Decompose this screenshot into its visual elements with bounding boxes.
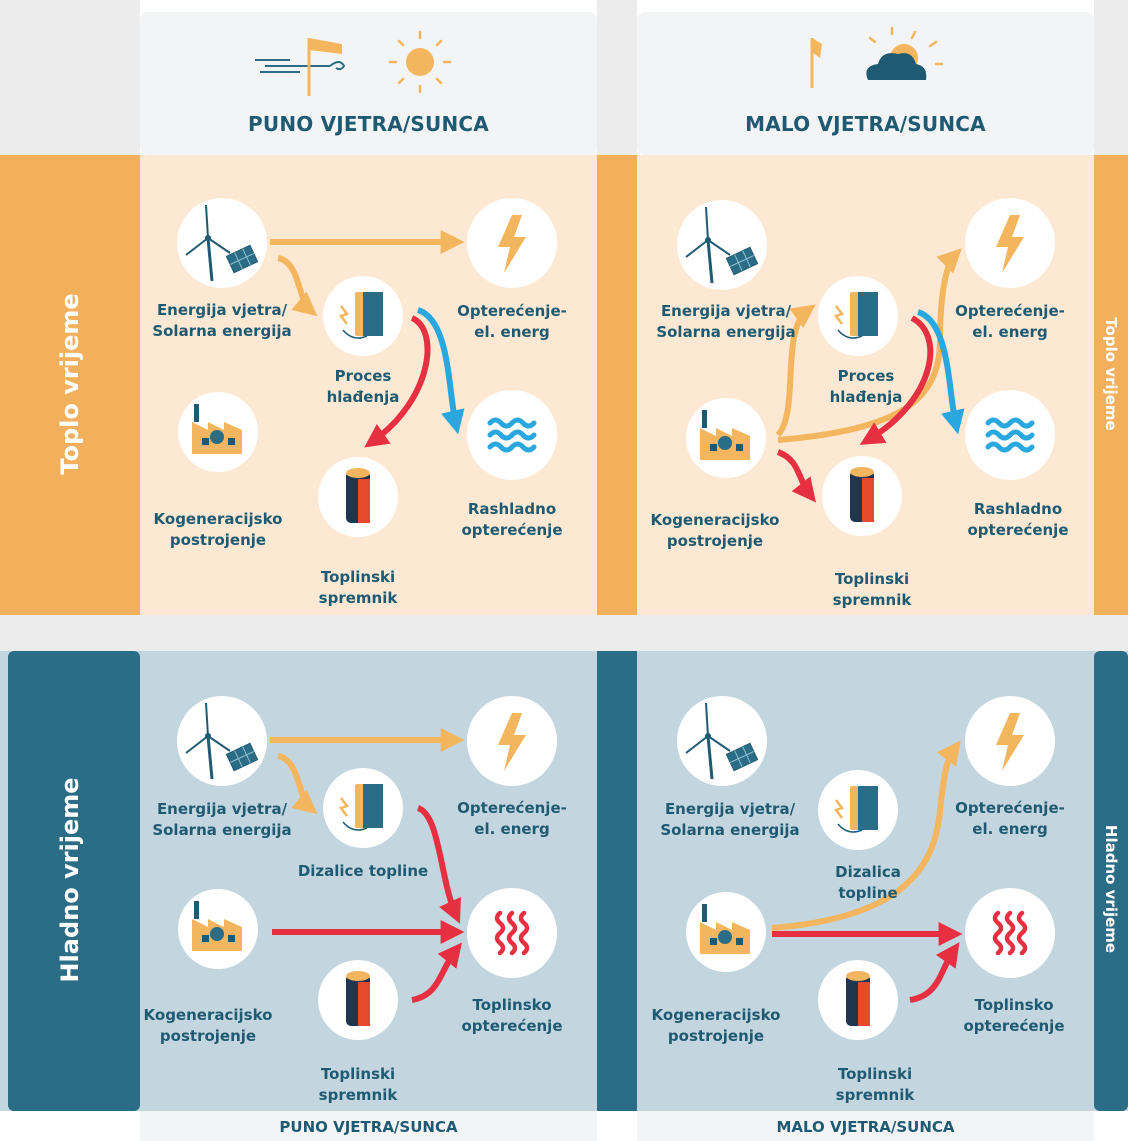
wind-turbine-icon bbox=[175, 196, 269, 290]
label-electric-load: Opterećenje- el. energ bbox=[457, 799, 567, 838]
label-cooling-process: Proces hlađenja bbox=[829, 367, 903, 406]
wind-sock-icon bbox=[810, 38, 822, 88]
row-label-warm-right: Toplo vrijeme bbox=[1102, 317, 1120, 431]
cold-row-band-left bbox=[8, 651, 140, 1111]
heat-pump-icon bbox=[321, 274, 405, 358]
warm-row-band-left bbox=[0, 155, 140, 615]
footer-low-wind-sun: MALO VJETRA/SUNCA bbox=[776, 1118, 955, 1136]
label-thermal-storage: Toplinski spremnik bbox=[318, 1065, 398, 1104]
lightning-icon bbox=[467, 696, 557, 786]
cloud-icon bbox=[866, 26, 944, 80]
cold-row-band-mid bbox=[597, 651, 637, 1111]
label-cooling-load: Rashladno opterećenje bbox=[461, 500, 563, 539]
thermal-storage-icon bbox=[318, 457, 398, 537]
label-chp-plant: Kogeneracijsko postrojenje bbox=[153, 510, 283, 549]
thermal-storage-icon bbox=[822, 456, 902, 536]
footer-high-wind-sun: PUNO VJETRA/SUNCA bbox=[279, 1118, 458, 1136]
chp-plant-icon bbox=[686, 892, 766, 972]
label-cooling-load: Rashladno opterećenje bbox=[967, 500, 1069, 539]
heat-pump-icon bbox=[816, 768, 900, 852]
header-cell-low bbox=[637, 12, 1094, 155]
label-thermal-storage: Toplinski spremnik bbox=[318, 568, 398, 607]
label-wind-solar: Energija vjetra/ Solarna energija bbox=[152, 301, 292, 340]
cooling-waves-icon bbox=[965, 390, 1055, 480]
label-heat-pumps: Dizalice topline bbox=[297, 862, 429, 880]
wind-turbine-icon bbox=[175, 694, 269, 788]
label-chp-plant: Kogeneracijsko postrojenje bbox=[650, 511, 780, 550]
label-electric-load: Opterećenje- el. energ bbox=[955, 799, 1065, 838]
cooling-waves-icon bbox=[467, 390, 557, 480]
header-cell-high bbox=[140, 12, 597, 155]
lightning-icon bbox=[965, 198, 1055, 288]
label-thermal-storage: Toplinski spremnik bbox=[835, 1065, 915, 1104]
label-thermal-storage: Toplinski spremnik bbox=[832, 570, 912, 609]
row-label-cold-left: Hladno vrijeme bbox=[56, 777, 84, 983]
row-label-warm-left: Toplo vrijeme bbox=[56, 293, 84, 475]
heat-pump-icon bbox=[321, 766, 405, 850]
label-wind-solar: Energija vjetra/ Solarna energija bbox=[152, 800, 292, 839]
chp-plant-icon bbox=[686, 398, 766, 478]
label-heat-pump: Dizalica topline bbox=[835, 863, 901, 902]
thermal-storage-icon bbox=[818, 960, 898, 1040]
header-low-wind-sun: MALO VJETRA/SUNCA bbox=[745, 112, 986, 136]
label-electric-load: Opterećenje- el. energ bbox=[955, 302, 1065, 341]
label-cooling-process: Proces hlađenja bbox=[326, 367, 400, 406]
sun-icon bbox=[388, 30, 452, 94]
heat-pump-icon bbox=[816, 274, 900, 358]
wind-sock-icon bbox=[255, 38, 346, 96]
label-chp-plant: Kogeneracijsko postrojenje bbox=[143, 1006, 273, 1045]
cold-row-band-right bbox=[1094, 651, 1128, 1111]
label-wind-solar: Energija vjetra/ Solarna energija bbox=[656, 302, 796, 341]
label-heat-load: Toplinsko opterećenje bbox=[963, 996, 1065, 1035]
heat-waves-icon bbox=[965, 888, 1055, 978]
wind-turbine-icon bbox=[675, 694, 769, 788]
label-chp-plant: Kogeneracijsko postrojenje bbox=[651, 1006, 781, 1045]
label-heat-load: Toplinsko opterećenje bbox=[461, 996, 563, 1035]
chp-plant-icon bbox=[178, 889, 258, 969]
chp-plant-icon bbox=[178, 392, 258, 472]
label-electric-load: Opterećenje- el. energ bbox=[457, 302, 567, 341]
lightning-icon bbox=[965, 696, 1055, 786]
lightning-icon bbox=[467, 198, 557, 288]
label-wind-solar: Energija vjetra/ Solarna energija bbox=[660, 800, 800, 839]
wind-turbine-icon bbox=[675, 198, 769, 292]
warm-row-band-mid bbox=[597, 155, 637, 615]
row-label-cold-right: Hladno vrijeme bbox=[1102, 824, 1120, 954]
header-high-wind-sun: PUNO VJETRA/SUNCA bbox=[248, 112, 489, 136]
thermal-storage-icon bbox=[318, 960, 398, 1040]
heat-waves-icon bbox=[467, 888, 557, 978]
warm-row-band-right bbox=[1094, 155, 1128, 615]
